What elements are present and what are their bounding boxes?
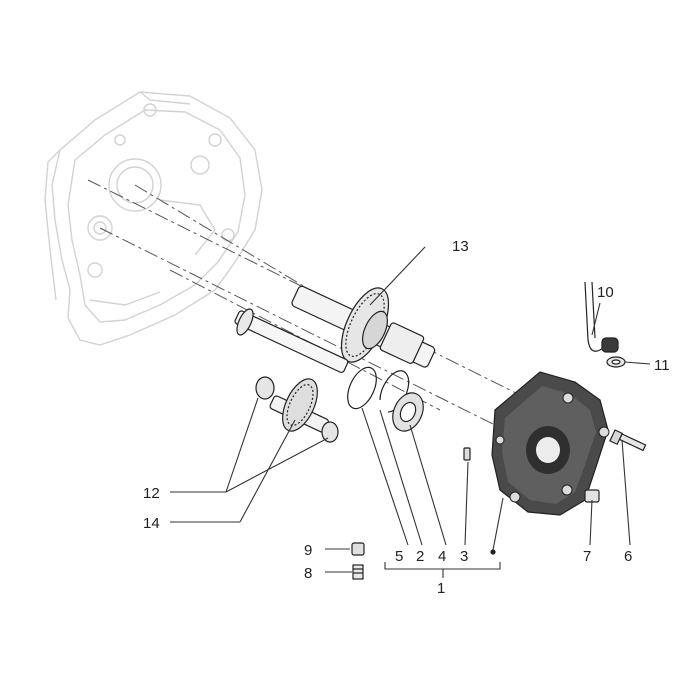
seal-and-bearing (347, 366, 424, 432)
callout-8: 8 (304, 565, 312, 582)
callout-6: 6 (624, 548, 632, 565)
leader-lines (170, 246, 651, 578)
hose-clamp (606, 356, 626, 368)
transmission-cover (491, 371, 610, 516)
callout-labels: 1 2 3 4 5 6 7 8 9 10 11 12 13 14 (143, 238, 670, 597)
screw (352, 564, 364, 580)
cover-bolt (609, 429, 647, 452)
callout-3: 3 (460, 548, 468, 565)
nut (351, 542, 365, 556)
dowel-pin (463, 447, 471, 461)
callout-13: 13 (452, 238, 469, 255)
callout-2: 2 (416, 548, 424, 565)
breather-hose (584, 281, 619, 353)
callout-1: 1 (437, 580, 445, 597)
callout-11: 11 (654, 357, 670, 374)
callout-14: 14 (143, 515, 160, 532)
callout-10: 10 (597, 284, 614, 301)
callout-12: 12 (143, 485, 160, 502)
intermediate-gear (255, 376, 339, 443)
output-shaft-gear (291, 285, 436, 368)
callout-5: 5 (395, 548, 403, 565)
pinion-shaft (234, 308, 349, 374)
crankcase-ghost-outline (44, 91, 263, 346)
callout-4: 4 (438, 548, 446, 565)
callout-9: 9 (304, 542, 312, 559)
callout-7: 7 (583, 548, 591, 565)
